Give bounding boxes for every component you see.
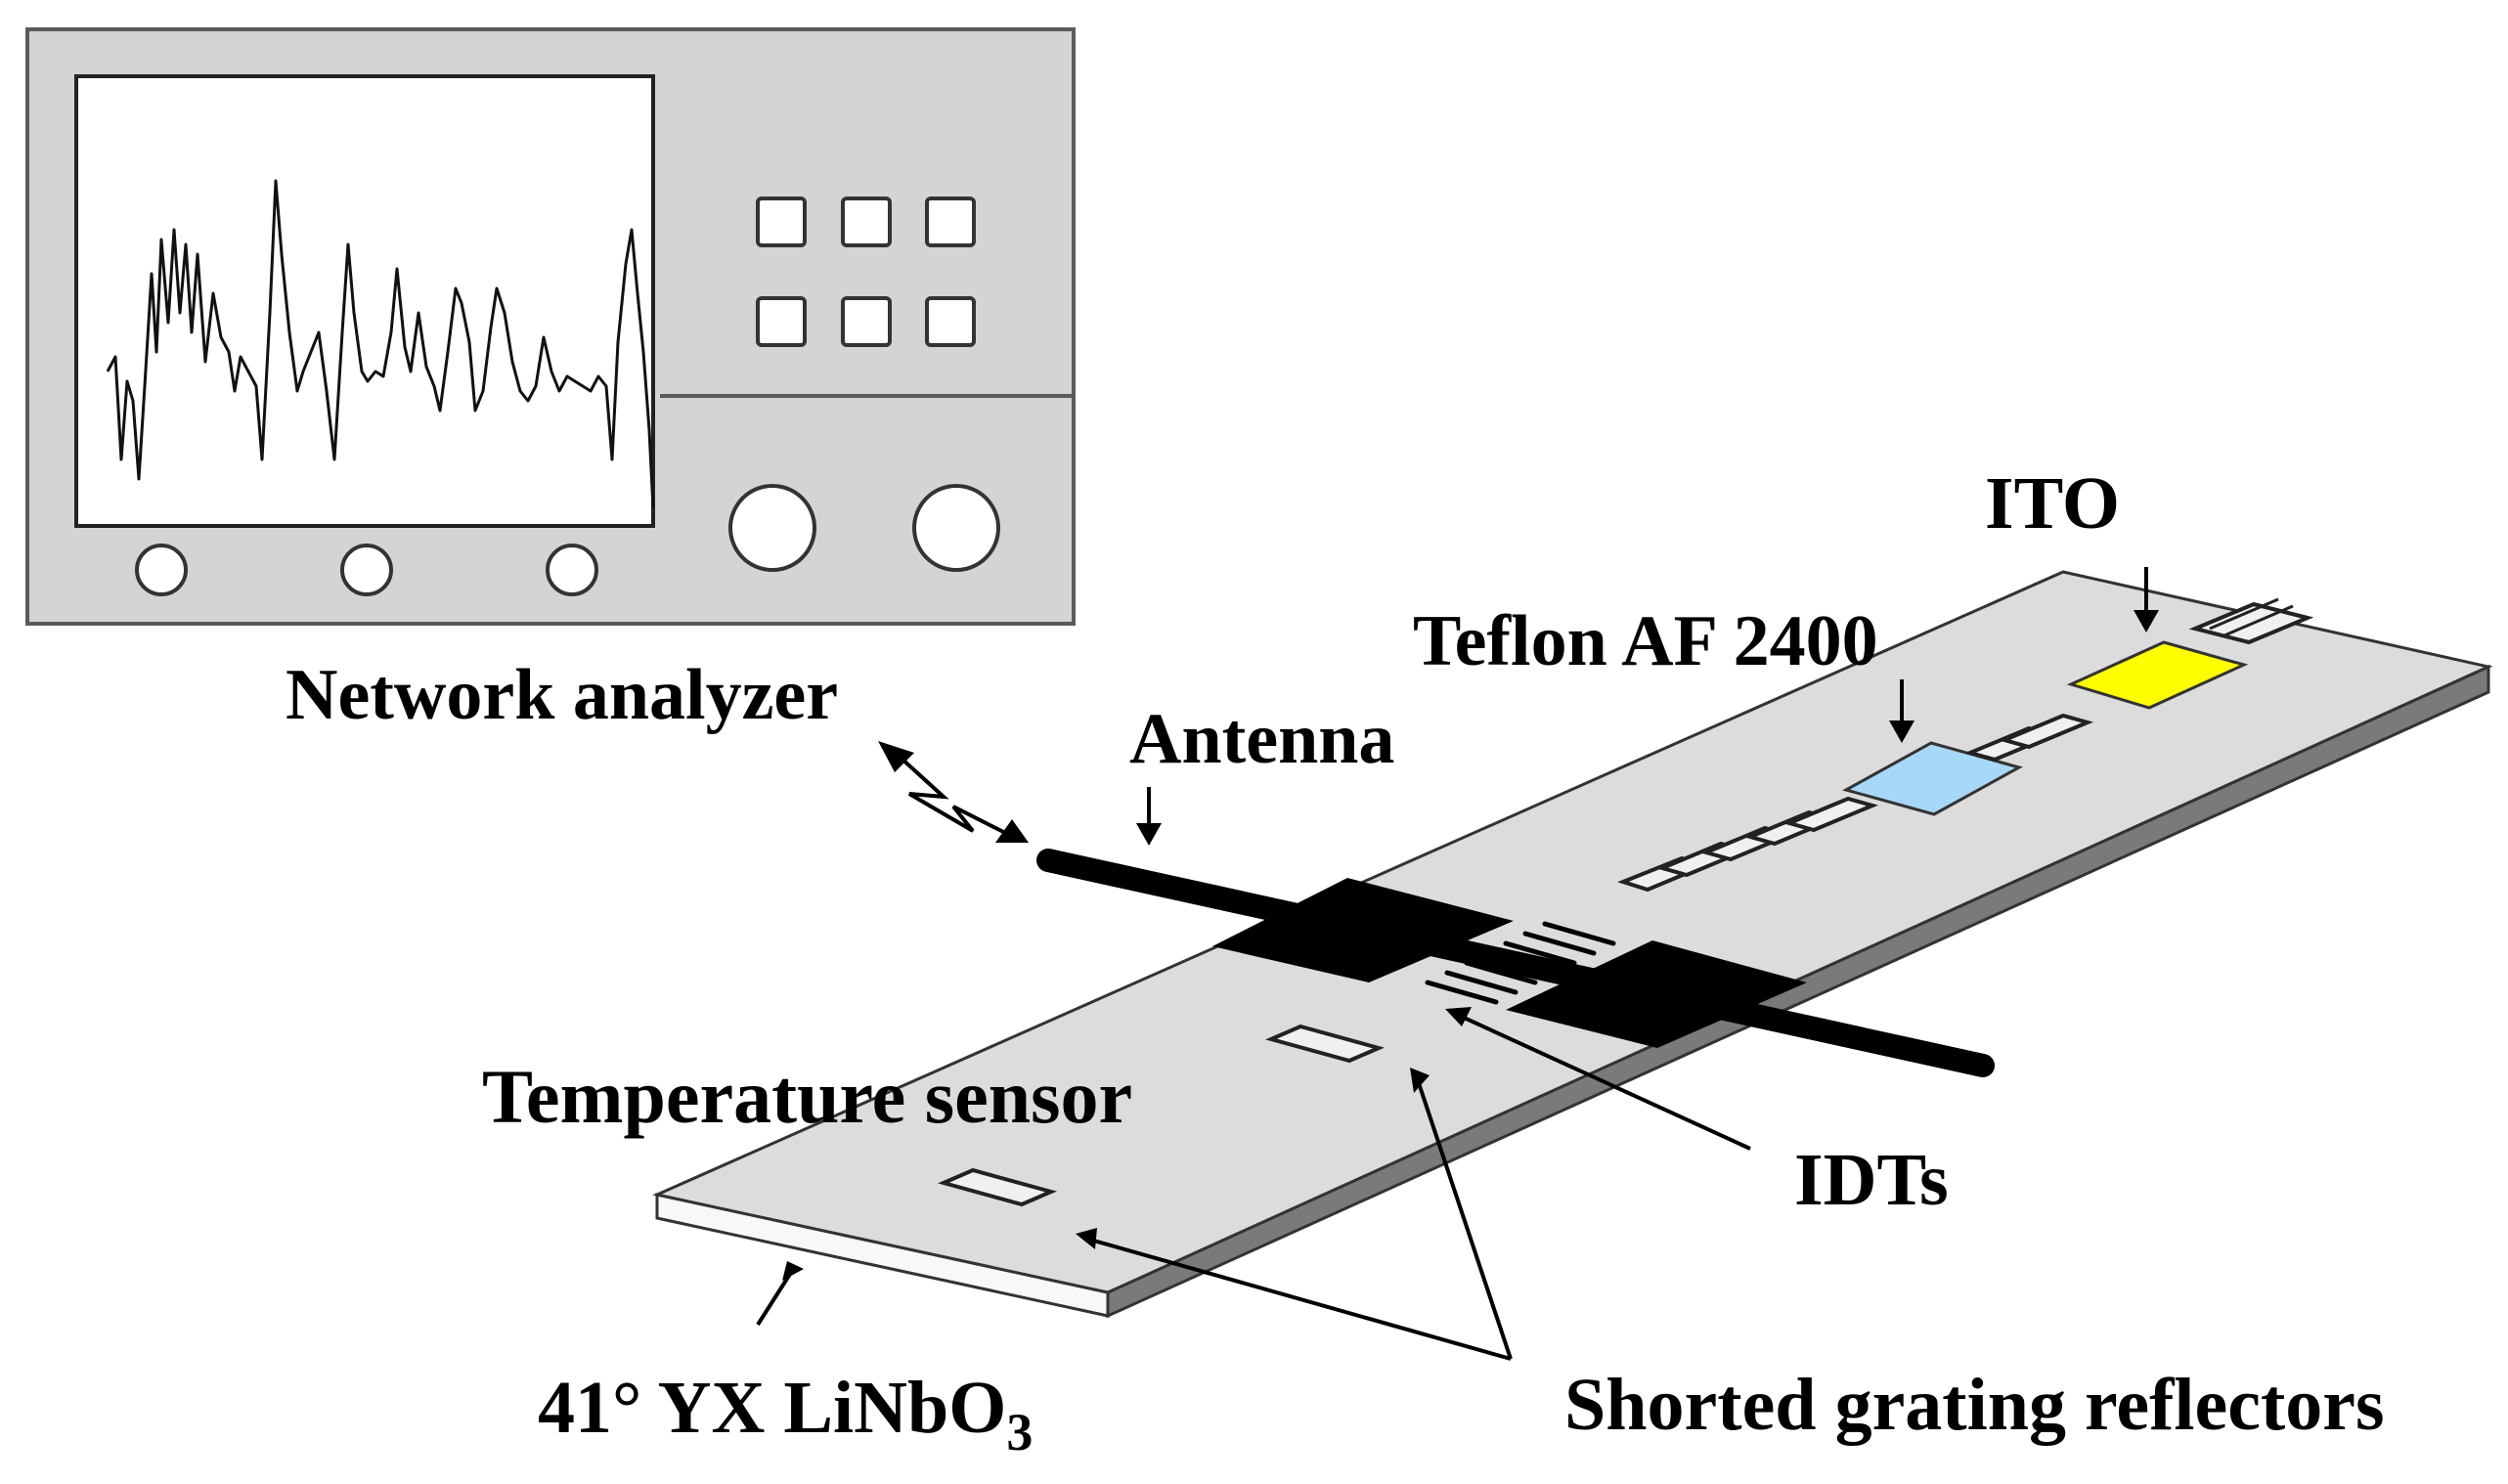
idt-pad-left <box>1212 878 1514 982</box>
keypad-button <box>841 196 892 247</box>
linbo3-substrate <box>652 570 2493 1319</box>
antenna-and-idts <box>1036 849 1995 1077</box>
control-dial-left <box>728 484 816 572</box>
control-dial-right <box>912 484 1000 572</box>
grating-reflectors <box>937 597 2314 1207</box>
label-substrate-main: 41° YX LiNbO <box>538 1367 1006 1449</box>
keypad-button <box>756 296 807 347</box>
screen-knob-3 <box>546 544 598 596</box>
idt-pad-right <box>1506 940 1807 1048</box>
temperature-reflector <box>937 1167 1058 1207</box>
keypad-button <box>841 296 892 347</box>
label-substrate-subscript: 3 <box>1006 1403 1033 1462</box>
keypad-button <box>925 296 976 347</box>
label-teflon: Teflon AF 2400 <box>1413 601 1878 681</box>
network-analyzer <box>25 27 1076 626</box>
screen-knob-1 <box>135 544 188 596</box>
annotation-arrows <box>756 567 2148 1361</box>
wireless-arrowhead-start <box>878 741 914 772</box>
ito-film <box>2066 640 2249 710</box>
grating-reflector <box>1782 796 1879 833</box>
label-network-analyzer: Network analyzer <box>286 655 838 735</box>
substrate-arrow <box>756 1269 794 1327</box>
label-ito: ITO <box>1985 462 2120 545</box>
temperature-sensor-arrow <box>1416 1079 1513 1360</box>
analyzer-screen <box>74 74 655 528</box>
label-idts: IDTs <box>1794 1139 1949 1221</box>
keypad-button <box>925 196 976 247</box>
label-reflectors: Shorted grating reflectors <box>1564 1364 2385 1446</box>
arrowheads <box>782 610 2159 1281</box>
grating-reflector <box>1998 713 2094 750</box>
reflectors-arrow-a <box>1089 1238 1512 1361</box>
temperature-reflector <box>1264 1024 1386 1064</box>
label-temperature-sensor: Temperature sensor <box>482 1054 1132 1139</box>
wireless-link-icon <box>888 746 1018 841</box>
keypad-button <box>756 196 807 247</box>
idt-fingers <box>1425 921 1616 1005</box>
label-substrate: 41° YX LiNbO3 <box>538 1367 1033 1462</box>
screen-knob-2 <box>340 544 393 596</box>
idts-arrow <box>1461 1015 1751 1151</box>
label-antenna: Antenna <box>1129 699 1394 779</box>
teflon-film <box>1842 741 2023 816</box>
wireless-arrowhead-end <box>995 819 1029 843</box>
analyzer-trace <box>106 179 655 509</box>
